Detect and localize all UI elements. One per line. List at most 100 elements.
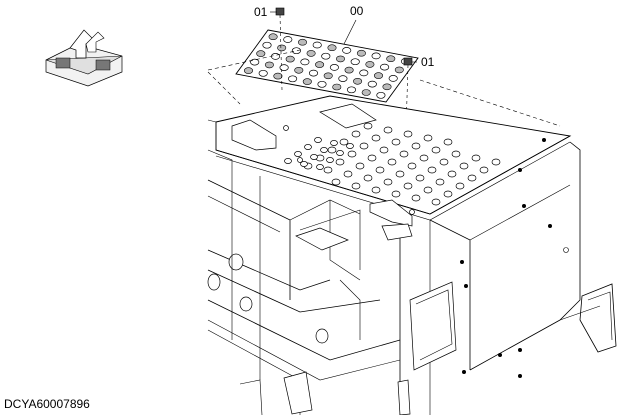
perforation-hole <box>250 58 260 66</box>
perforation-hole <box>323 72 333 80</box>
deck-hole <box>371 134 381 142</box>
perforation-hole <box>380 63 390 71</box>
perforation-hole <box>386 55 396 63</box>
perforation-hole <box>350 58 360 66</box>
perforation-hole <box>329 64 339 71</box>
deck-hole <box>459 162 469 170</box>
deck-hole <box>467 174 477 182</box>
deck-hole <box>327 146 337 154</box>
deck-hole <box>423 186 433 194</box>
deck-hole <box>447 170 457 178</box>
deck-hole <box>375 166 385 174</box>
perforation-hole <box>353 78 363 85</box>
perforation-hole <box>373 72 383 79</box>
deck-hole <box>363 122 373 130</box>
drawing-code: DCYA60007896 <box>4 397 90 411</box>
perforation-hole <box>258 69 268 77</box>
perforation-hole <box>279 64 289 71</box>
perforation-hole <box>359 69 369 77</box>
perforation-hole <box>315 61 325 68</box>
perforation-hole <box>264 61 274 69</box>
callout-leaders <box>270 11 417 63</box>
deck-hole <box>435 178 445 186</box>
perforation-hole <box>283 36 293 43</box>
perforation-hole <box>371 52 381 60</box>
deck-hole <box>403 182 413 190</box>
deck-hole <box>331 178 341 186</box>
perforation-hole <box>273 72 283 80</box>
perforation-hole <box>361 89 371 96</box>
deck-hole <box>491 158 501 166</box>
deck-hole <box>323 166 333 174</box>
deck-hole <box>451 150 461 158</box>
deck-hole <box>359 142 369 150</box>
deck-hole <box>395 170 405 178</box>
perforation-hole <box>394 66 404 74</box>
deck-hole <box>419 154 429 162</box>
perforation-hole <box>308 69 319 77</box>
perforation-hole <box>256 50 266 57</box>
deck-hole <box>363 174 373 182</box>
deck-hole <box>347 150 357 158</box>
deck-hole <box>411 194 421 202</box>
deck-hole <box>423 134 433 142</box>
perforation-hole <box>262 41 272 49</box>
perforation-hole <box>332 83 342 91</box>
deck-hole <box>427 166 437 174</box>
perforation-hole <box>285 55 295 63</box>
deck-hole <box>455 182 465 190</box>
perforation-hole <box>244 67 254 74</box>
perforation-hole <box>270 53 281 60</box>
perforation-hole <box>356 49 366 57</box>
deck-hole <box>383 126 393 134</box>
perforation-hole <box>388 75 398 82</box>
deck-hole <box>443 138 453 146</box>
deck-hole <box>314 137 322 143</box>
deck-hole <box>479 166 489 174</box>
perforation-hole <box>317 80 327 88</box>
deck-hole <box>403 130 413 138</box>
perforation-hole <box>365 61 375 68</box>
deck-hole <box>371 186 381 194</box>
deck-hole <box>351 130 361 138</box>
bolt-top-icon <box>275 7 285 91</box>
perforation-hole <box>321 52 331 60</box>
perforation-hole <box>376 91 386 99</box>
perforation-hole <box>288 75 298 83</box>
deck-hole <box>391 138 401 146</box>
callout-bolt-right: 01 <box>421 55 435 69</box>
deck-hole <box>355 162 365 170</box>
perforation-hole <box>302 78 312 85</box>
callout-bolt-top: 01 <box>254 5 268 19</box>
deck-hole <box>284 158 292 164</box>
deck-hole <box>330 140 338 146</box>
deck-hole <box>399 150 409 158</box>
perforation-hole <box>346 86 357 94</box>
deck-hole <box>336 150 344 156</box>
deck-hole <box>367 154 377 162</box>
deck-hole <box>415 174 425 182</box>
deck-hole <box>387 158 397 166</box>
orientation-icon <box>45 29 123 87</box>
deck-hole <box>431 198 441 206</box>
deck-hole <box>379 146 389 154</box>
perforation-hole <box>277 44 287 52</box>
perforation-hole <box>297 38 307 46</box>
deck-hole <box>346 143 354 149</box>
perforation-hole <box>294 67 304 74</box>
perforation-hole <box>342 47 352 54</box>
perforation-hole <box>268 33 278 41</box>
deck-hole <box>407 162 417 170</box>
deck-hole <box>300 161 308 167</box>
deck-hole <box>439 158 449 166</box>
deck-hole <box>351 182 361 190</box>
perforation-hole <box>291 47 301 55</box>
deck-hole <box>383 178 393 186</box>
deck-hole <box>471 154 481 162</box>
perforation-hole <box>327 44 337 52</box>
deck-hole <box>316 164 324 170</box>
deck-hole <box>391 190 401 198</box>
perforation-hole <box>344 66 354 74</box>
frame-assembly <box>207 49 617 415</box>
